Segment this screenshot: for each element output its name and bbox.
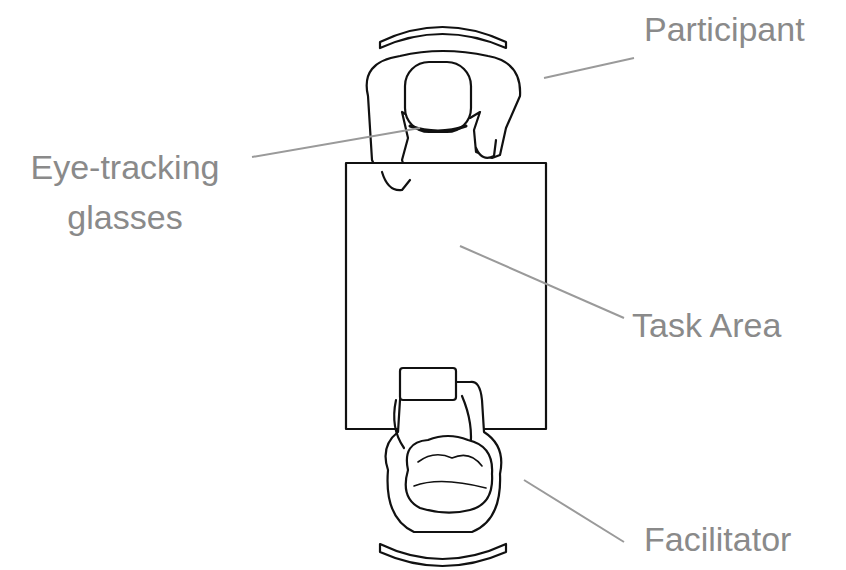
participant-hand bbox=[476, 140, 496, 158]
participant-hand bbox=[382, 172, 410, 190]
leader-line bbox=[544, 58, 634, 78]
part-label: Facilitator bbox=[644, 514, 791, 564]
chair-back bbox=[380, 27, 506, 48]
facilitator-body bbox=[386, 382, 502, 532]
part-label: Participant bbox=[644, 4, 805, 54]
leader-line bbox=[252, 128, 420, 157]
task-table bbox=[346, 163, 546, 429]
hair-line bbox=[414, 481, 486, 488]
hair-line bbox=[418, 455, 482, 466]
part-label: Task Area bbox=[632, 300, 781, 350]
tablet bbox=[400, 368, 456, 400]
facilitator-arm bbox=[394, 400, 404, 448]
chair-back bbox=[380, 544, 506, 566]
participant-head bbox=[405, 62, 471, 132]
leader-line bbox=[524, 480, 624, 542]
leader-line bbox=[460, 246, 624, 318]
facilitator-head bbox=[406, 436, 492, 513]
part-label: Eye-tracking glasses bbox=[0, 142, 250, 242]
